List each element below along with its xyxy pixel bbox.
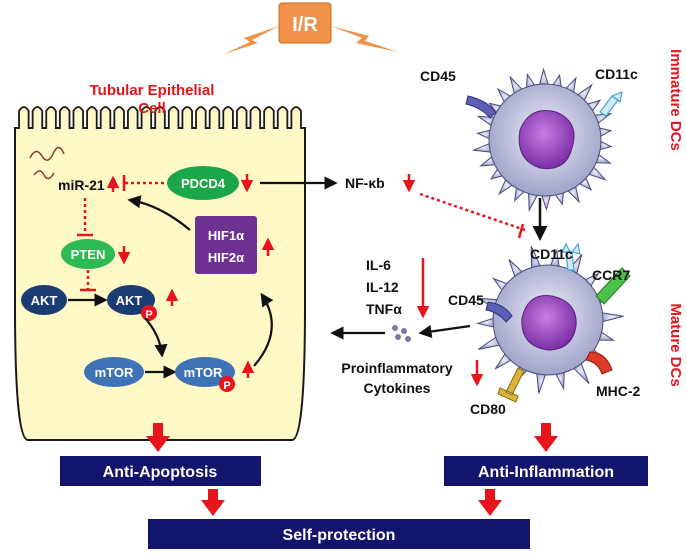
arrow-dc-to-anti-inflammation (534, 423, 558, 452)
ir-trigger: I/R (224, 2, 398, 54)
tubular-epithelial-cell (14, 106, 306, 441)
mtor-p-label: mTOR (184, 365, 223, 380)
ir-box (278, 2, 332, 44)
akt-p-label: AKT (116, 293, 143, 308)
mtor-label: mTOR (95, 365, 134, 380)
mtor-node (84, 357, 144, 387)
il6-label: IL-6 (366, 257, 391, 273)
arrow-mature-dc-to-cytokines (418, 324, 471, 339)
pten-node (61, 239, 115, 269)
lightning-left-icon (224, 26, 279, 54)
microvillus (113, 106, 125, 129)
microvillus (195, 106, 207, 129)
mature-dc (475, 242, 631, 403)
tnfa-label: TNFα (366, 301, 402, 317)
pdcd4-label: PDCD4 (181, 176, 226, 191)
cytokines-caption-line1: Proinflammatory (341, 360, 452, 376)
microvillus (18, 106, 30, 129)
immature-cd45-receptor-icon (465, 95, 497, 119)
microvillus (290, 106, 302, 129)
immature-cd11c-label: CD11c (595, 66, 638, 82)
arrow-to-self-protection-left (201, 489, 225, 516)
microvillus (222, 106, 234, 129)
microvillus (99, 106, 112, 129)
arrow-aktp-to-mtorp (144, 317, 168, 358)
microvillus (249, 106, 262, 129)
akt-node (21, 285, 67, 315)
microvillus (181, 106, 193, 129)
microvillus (86, 106, 98, 129)
hif1-label: HIF1α (208, 228, 244, 243)
anti-inflammation-box (444, 456, 648, 486)
cell-body (14, 127, 306, 441)
cd80-label: CD80 (470, 401, 506, 417)
cd80-receptor-icon (497, 367, 525, 403)
hif2-label: HIF2α (208, 250, 244, 265)
mtor-phospho-label: P (223, 380, 230, 392)
akt-phospho-badge (141, 305, 157, 321)
nfkb-label: NF-κb (345, 175, 385, 191)
immature-cd45-label: CD45 (420, 68, 456, 84)
microvillus (72, 106, 84, 129)
arrow-to-self-protection-right (478, 489, 502, 516)
microvillus (45, 106, 57, 129)
immature-cd11c-receptor-icon (599, 91, 623, 117)
pten-label: PTEN (71, 247, 106, 262)
mature-cd11c-label: CD11c (530, 246, 573, 262)
arrow-hif-to-mir21 (127, 195, 191, 231)
microvillus (31, 106, 44, 129)
microvillus (127, 106, 139, 129)
mir21-label: miR-21 (58, 177, 105, 193)
mhc2-receptor-icon (585, 351, 613, 375)
mtor-p-node (175, 357, 235, 387)
microvillus (208, 106, 221, 129)
anti-inflammation-label: Anti-Inflammation (478, 464, 614, 481)
ir-label: I/R (292, 14, 318, 36)
mature-cd45-receptor-icon (485, 301, 513, 323)
microvilli (18, 106, 302, 129)
mature-cd11c-receptor-icon (561, 242, 581, 271)
dendrite-spike (599, 312, 624, 323)
mhc2-label: MHC-2 (596, 383, 641, 399)
cell-title-line2: Cell (138, 100, 166, 117)
cell-title-line1: Tubular Epithelial (90, 82, 215, 99)
ccr7-label: CCR7 (592, 267, 630, 283)
mature-cd45-label: CD45 (448, 292, 484, 308)
akt-p-node (107, 285, 155, 315)
akt-label: AKT (31, 293, 58, 308)
hif-box (195, 216, 257, 274)
ccr7-receptor-icon (595, 267, 631, 305)
immature-dc-nucleus (518, 110, 575, 170)
cytokine-dots-icon (392, 325, 411, 342)
microvillus (58, 106, 71, 129)
pdcd4-node (167, 166, 239, 200)
mtor-phospho-badge (219, 376, 235, 392)
microvillus (167, 106, 180, 129)
arrow-cell-to-anti-apoptosis (146, 423, 170, 452)
microvillus (236, 106, 248, 129)
il12-label: IL-12 (366, 279, 399, 295)
mature-dc-nucleus (521, 294, 577, 351)
microvillus (263, 106, 275, 129)
self-protection-box (148, 519, 530, 549)
self-protection-label: Self-protection (283, 527, 396, 544)
immature-dc (465, 67, 623, 213)
microvillus (154, 106, 166, 129)
mature-dcs-side-label: Mature DCs (667, 303, 684, 386)
inhibit-nfkb-maturation (419, 192, 529, 233)
microvillus (140, 106, 153, 129)
anti-apoptosis-label: Anti-Apoptosis (103, 464, 218, 481)
microvillus (276, 106, 289, 129)
immature-dcs-side-label: Immature DCs (667, 49, 684, 151)
anti-apoptosis-box (60, 456, 261, 486)
akt-phospho-label: P (145, 309, 152, 321)
arrow-mtorp-to-hif (253, 292, 274, 367)
mirna-squiggle-icon (29, 146, 65, 180)
cytokines-caption-line2: Cytokines (364, 380, 431, 396)
lightning-right-icon (331, 26, 398, 52)
